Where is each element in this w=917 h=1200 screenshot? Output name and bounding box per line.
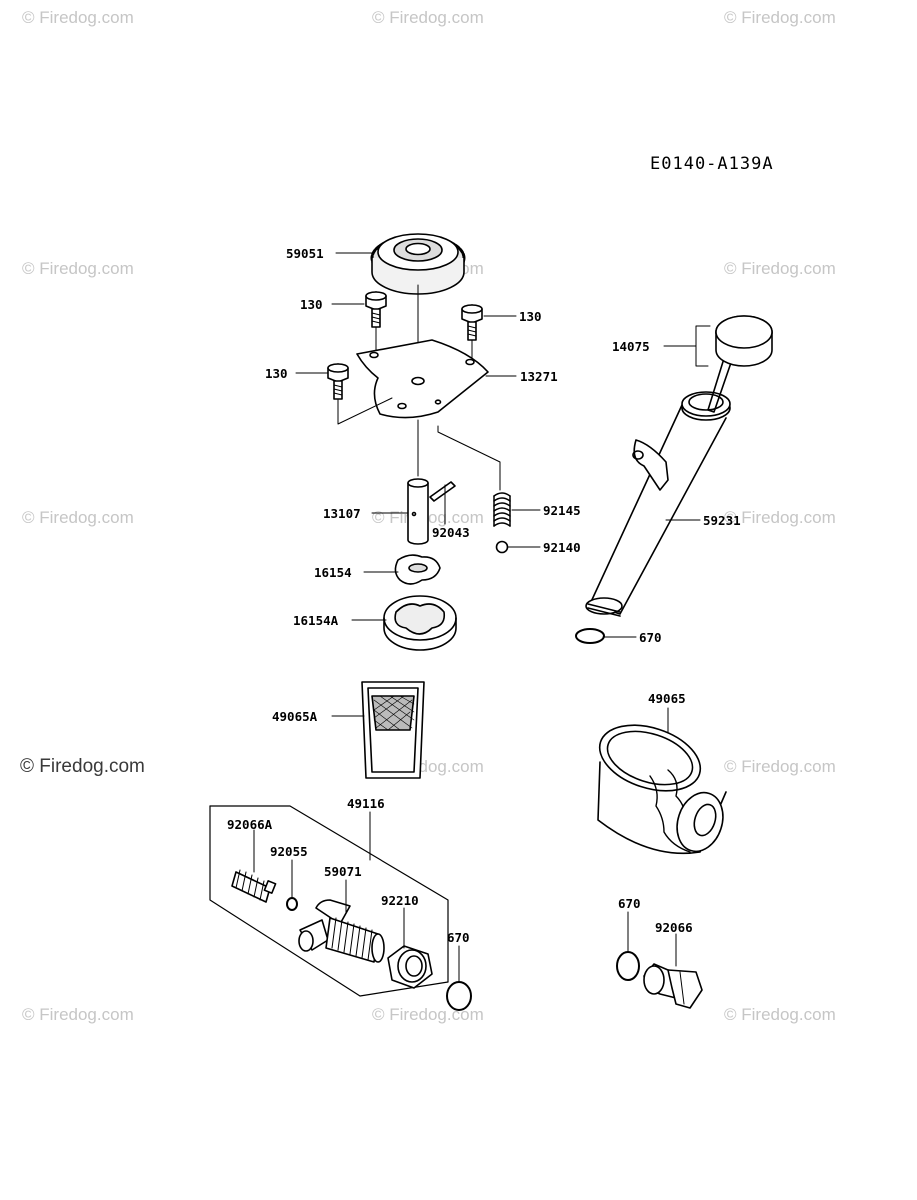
nut-drawing — [387, 945, 433, 989]
oil-filler-pipe-drawing — [585, 391, 731, 617]
part-label: 14075 — [612, 339, 650, 354]
oil-filter-drawing — [597, 724, 727, 855]
watermark: © Firedog.com — [724, 757, 836, 776]
watermark: © Firedog.com — [22, 8, 134, 27]
part-label: 130 — [265, 366, 288, 381]
pin-drawing — [429, 481, 456, 502]
gear-drawing — [370, 233, 466, 295]
part-label: 49116 — [347, 796, 385, 811]
o-ring-drawing — [446, 981, 472, 1011]
watermark: © Firedog.com — [724, 1005, 836, 1024]
part-label: 670 — [618, 896, 641, 911]
part-label: 670 — [447, 930, 470, 945]
part-label: 92140 — [543, 540, 581, 555]
drain-plug-drawing — [643, 963, 703, 1009]
o-ring-drawing — [575, 628, 605, 644]
watermark: © Firedog.com — [724, 259, 836, 278]
part-label: 16154 — [314, 565, 352, 580]
part-label: 59051 — [286, 246, 324, 261]
part-label: 670 — [639, 630, 662, 645]
o-ring-drawing — [616, 951, 640, 981]
part-label: 92066A — [227, 817, 273, 832]
ball-drawing — [495, 540, 509, 554]
part-label: 13271 — [520, 369, 558, 384]
drain-plug-drawing — [231, 869, 277, 903]
part-label: 92210 — [381, 893, 419, 908]
watermark: © Firedog.com — [22, 1005, 134, 1024]
oil-screen-drawing — [361, 681, 425, 779]
dipstick-cap-drawing — [707, 315, 773, 413]
watermark: © Firedog.com — [372, 8, 484, 27]
part-label: 130 — [300, 297, 323, 312]
part-label: 49065A — [272, 709, 318, 724]
part-label: 59071 — [324, 864, 362, 879]
oil-tee-fitting-drawing — [298, 899, 385, 963]
part-label: 92043 — [432, 525, 470, 540]
watermark: © Firedog.com — [724, 8, 836, 27]
outer-rotor-drawing — [383, 595, 457, 651]
part-label: 92145 — [543, 503, 581, 518]
part-label: 13107 — [323, 506, 361, 521]
bolt-drawing — [365, 291, 387, 328]
pump-cover-plate-drawing — [356, 339, 489, 419]
bolt-drawing — [461, 304, 483, 341]
watermark: © Firedog.com — [724, 508, 836, 527]
part-label: 92066 — [655, 920, 693, 935]
part-label: 49065 — [648, 691, 686, 706]
inner-rotor-drawing — [394, 554, 441, 585]
part-label: 92055 — [270, 844, 308, 859]
pump-shaft-drawing — [407, 478, 429, 545]
bolt-drawing — [327, 363, 349, 400]
part-label: 59231 — [703, 513, 741, 528]
watermark: © Firedog.com — [22, 259, 134, 278]
spring-drawing — [493, 492, 511, 527]
watermark: © Firedog.com — [22, 508, 134, 527]
diagram-code: E0140-A139A — [650, 154, 774, 174]
watermark-prominent: © Firedog.com — [20, 756, 145, 777]
part-label: 16154A — [293, 613, 339, 628]
o-ring-drawing — [286, 897, 298, 911]
part-label: 130 — [519, 309, 542, 324]
